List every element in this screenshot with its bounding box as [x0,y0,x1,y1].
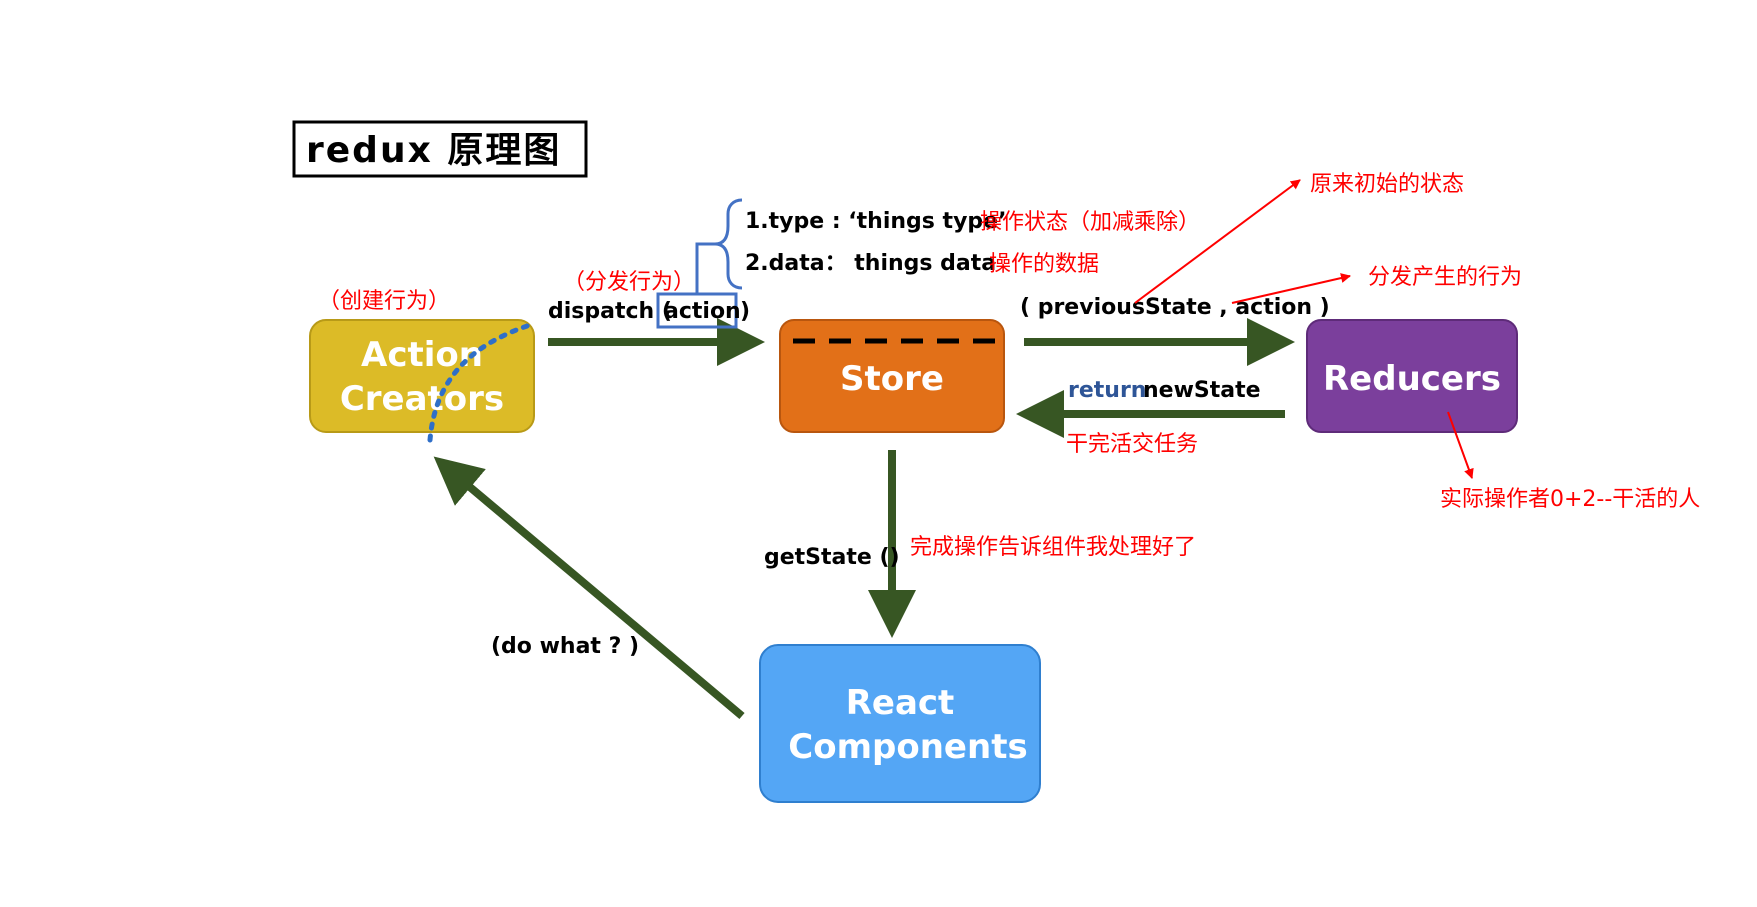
action-creators-label-line1: Action [361,335,483,375]
previous-state-label: ( previousState , action ) [1020,295,1330,320]
field-brace [695,198,743,294]
dispatch-prefix: dispatch ( [548,299,672,324]
get-state-label: getState () [764,545,900,570]
diagram-title: redux 原理图 [306,130,561,171]
reducers-label: Reducers [1323,359,1501,399]
dispatch-suffix: ) [740,299,750,324]
title-box: redux 原理图 [292,120,588,178]
data-field-label: 2.data： things data [745,251,996,276]
reducers-node: Reducers [1306,319,1518,433]
store-node: Store [779,319,1005,433]
reducers-pointer [1447,411,1474,479]
data-field-note: 操作的数据 [989,252,1099,277]
dispatch-action: action [664,299,741,324]
react-components-label-line1: React [846,683,955,723]
react-components-node: React Components [759,644,1041,803]
return-keyword: return [1068,378,1146,403]
action-note: 分发产生的行为 [1368,265,1522,290]
react-components-label-line2: Components [788,727,1027,767]
action-creators-node: Action Creators [309,319,535,443]
dispatch-note: （分发行为） [563,270,695,295]
previous-state-pointer [1134,179,1301,304]
action-creators-label-line2: Creators [340,379,504,419]
previous-state-note: 原来初始的状态 [1310,172,1464,197]
type-field-label: 1.type : ‘things type’ [745,209,1006,234]
do-what-arrow [433,456,745,720]
action-pointer [1231,273,1351,304]
do-what-label: (do what ? ) [491,634,639,659]
reducers-note: 实际操作者0+2--干活的人 [1440,487,1700,512]
new-state-label: newState [1143,378,1261,403]
action-creators-note: （创建行为） [318,289,450,314]
store-label: Store [840,359,944,399]
new-state-note: 干完活交任务 [1066,432,1198,457]
get-state-note: 完成操作告诉组件我处理好了 [910,535,1196,560]
type-field-note: 操作状态（加减乘除） [980,210,1200,235]
